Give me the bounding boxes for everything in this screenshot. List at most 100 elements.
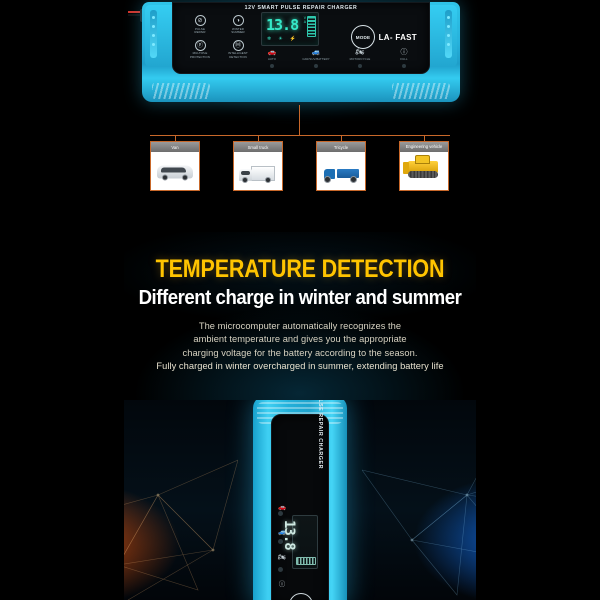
vertical-mode-icons: 🚗 🚙 🏍 ⓘ (276, 503, 288, 600)
vertical-panel-title: 12V SMART PULSE REPAIR CHARGER (317, 400, 323, 469)
feature-multiple-protection: ⓟ MULTIPLE PROTECTION (185, 39, 215, 60)
mode-led-car (314, 63, 318, 68)
promo-text-section: TEMPERATURE DETECTION Different charge i… (0, 232, 600, 400)
vehicle-card-row: Van Small truck (124, 141, 476, 197)
vehicle-card-label: Engineering vehicle (400, 142, 448, 152)
lcd-snowflake-icon: ❄ (267, 36, 272, 42)
winter-summer-icon: ◑ (232, 15, 244, 26)
feature-label-detect-1: INTELLIGENT (228, 51, 248, 56)
car-icon: 🚗 (267, 49, 277, 56)
charger-device-landscape: 12V SMART PULSE REPAIR CHARGER ⊘ PULSE R… (128, 2, 460, 107)
vertical-lcd-display: 13.8 (281, 515, 318, 569)
tree-drop-4 (424, 135, 425, 141)
feature-pulse-repair: ⊘ PULSE REPAIR (185, 15, 215, 35)
car-icon: 🚗 (277, 504, 287, 511)
feature-label-pulse-1: PULSE (195, 26, 205, 31)
mode-label-car: CAR/SUV/BATTERY (302, 57, 330, 61)
promo-body-line-1: The microcomputer automatically recogniz… (198, 321, 402, 331)
mode-label-motorcycle: MOTORCYCLE (349, 57, 371, 61)
control-panel: 12V SMART PULSE REPAIR CHARGER ⊘ PULSE R… (172, 2, 430, 74)
vertical-mode-leds (278, 511, 283, 595)
promo-body-line-4: Fully charged in winter overcharged in s… (156, 361, 444, 372)
feature-label-winter-2: SUMMER (231, 30, 245, 35)
vehicle-photo-truck (234, 152, 282, 190)
motorcycle-icon: 🏍 (277, 554, 287, 561)
charger-device-vertical: 12V SMART PULSE REPAIR CHARGER 🚗 🚙 🏍 ⓘ 1… (253, 400, 347, 600)
tree-drop-2 (258, 135, 259, 141)
shell-rib-right (392, 83, 450, 99)
suv-icon: 🚙 (277, 529, 287, 536)
lcd-sun-icon: ☀ (278, 36, 283, 42)
vehicle-photo-tricycle (317, 152, 365, 190)
mode-full[interactable]: ⓘ FULL (387, 49, 421, 68)
feature-row-2: ⓟ MULTIPLE PROTECTION Ⓜ INTELLIGENT (185, 39, 253, 60)
vehicle-photo-dozer (400, 152, 448, 190)
mode-label-auto: AUTO (267, 57, 277, 61)
feature-label-protect-2: PROTECTION (190, 54, 210, 59)
promo-body-line-3: charging voltage for the battery accordi… (182, 347, 418, 358)
hero-top-content: 12V SMART PULSE REPAIR CHARGER ⊘ PULSE R… (124, 0, 476, 232)
mode-car-suv-battery[interactable]: 🚙 CAR/SUV/BATTERY (299, 49, 333, 68)
tree-horizontal-bar (150, 135, 450, 136)
panel-header-title: 12V SMART PULSE REPAIR CHARGER (244, 5, 358, 11)
lcd-battery-level-icon (307, 16, 316, 37)
promo-text-content: TEMPERATURE DETECTION Different charge i… (124, 232, 476, 400)
hero-top-section: 12V SMART PULSE REPAIR CHARGER ⊘ PULSE R… (0, 0, 600, 232)
suv-icon: 🚙 (311, 49, 321, 56)
lcd-plug-icon: ⚡ (289, 36, 296, 42)
feature-winter-summer: ◑ WINTER SUMMER (223, 15, 253, 35)
mode-led-auto (270, 63, 274, 68)
tree-drop-1 (175, 135, 176, 141)
intelligent-detect-icon: Ⓜ (232, 39, 244, 51)
shell-vent-right (445, 10, 452, 58)
pulse-repair-icon: ⊘ (194, 15, 206, 26)
truck-artwork (239, 161, 277, 183)
van-artwork (157, 165, 193, 181)
vehicle-card-label: Van (151, 142, 199, 152)
cable-positive-wire (128, 11, 142, 13)
feature-row-1: ⊘ PULSE REPAIR ◑ WINTER SUMMER (185, 15, 253, 35)
feature-label-winter-1: WINTER (231, 26, 244, 31)
mode-indicator-row: 🚗 AUTO 🚙 CAR/SUV/BATTERY 🏍 MOTORCYCLE (255, 49, 421, 68)
full-charge-icon: ⓘ (278, 581, 286, 588)
feature-label-detect-2: DETECTION (229, 54, 247, 59)
mode-button[interactable]: MODE (351, 25, 375, 49)
dozer-artwork (403, 154, 440, 183)
lcd-display: 13.8 V A ❄ ☀ ⚡ (261, 12, 319, 46)
vehicle-card-label: Tricycle (317, 142, 365, 152)
mode-led-full (402, 63, 406, 68)
hero-bottom-section: 12V SMART PULSE REPAIR CHARGER 🚗 🚙 🏍 ⓘ 1… (0, 400, 600, 600)
vertical-control-panel: 12V SMART PULSE REPAIR CHARGER 🚗 🚙 🏍 ⓘ 1… (271, 400, 329, 600)
mode-label-full: FULL (400, 57, 408, 61)
vehicle-photo-van (151, 152, 199, 190)
vehicle-card-label: Small truck (234, 142, 282, 152)
vertical-lcd-battery-icon (296, 557, 316, 565)
mode-auto[interactable]: 🚗 AUTO (255, 49, 289, 68)
vertical-mode-button[interactable]: MODE (289, 593, 313, 600)
cable-negative-wire (128, 14, 142, 16)
shield-protection-icon: ⓟ (194, 39, 206, 51)
promo-headline: TEMPERATURE DETECTION (155, 255, 445, 283)
connector-tree (124, 105, 476, 141)
vertical-lcd-voltage: 13.8 (281, 520, 297, 550)
mode-motorcycle[interactable]: 🏍 MOTORCYCLE (343, 49, 377, 68)
mode-led-motorcycle (358, 63, 362, 68)
full-charge-icon: ⓘ (400, 49, 408, 56)
shell-vent-left (150, 10, 157, 58)
vehicle-card-van[interactable]: Van (150, 141, 200, 191)
promo-subheadline: Different charge in winter and summer (138, 287, 462, 309)
feature-label-protect-1: MULTIPLE (192, 51, 208, 56)
feature-intelligent-detection: Ⓜ INTELLIGENT DETECTION (223, 39, 253, 60)
vehicle-card-tricycle[interactable]: Tricycle (316, 141, 366, 191)
lcd-unit-volt: V (303, 16, 306, 20)
vehicle-card-small-truck[interactable]: Small truck (233, 141, 283, 191)
tricycle-artwork (323, 162, 359, 183)
right-letterbox-mask (476, 400, 600, 600)
lcd-status-symbols: ❄ ☀ ⚡ (267, 36, 296, 42)
tree-drop-3 (341, 135, 342, 141)
vehicle-card-engineering-vehicle[interactable]: Engineering vehicle (399, 141, 449, 191)
promo-body-paragraph: The microcomputer automatically recogniz… (124, 320, 476, 374)
brand-label: LA- FAST (378, 33, 417, 42)
feature-label-pulse-2: REPAIR (194, 30, 206, 35)
